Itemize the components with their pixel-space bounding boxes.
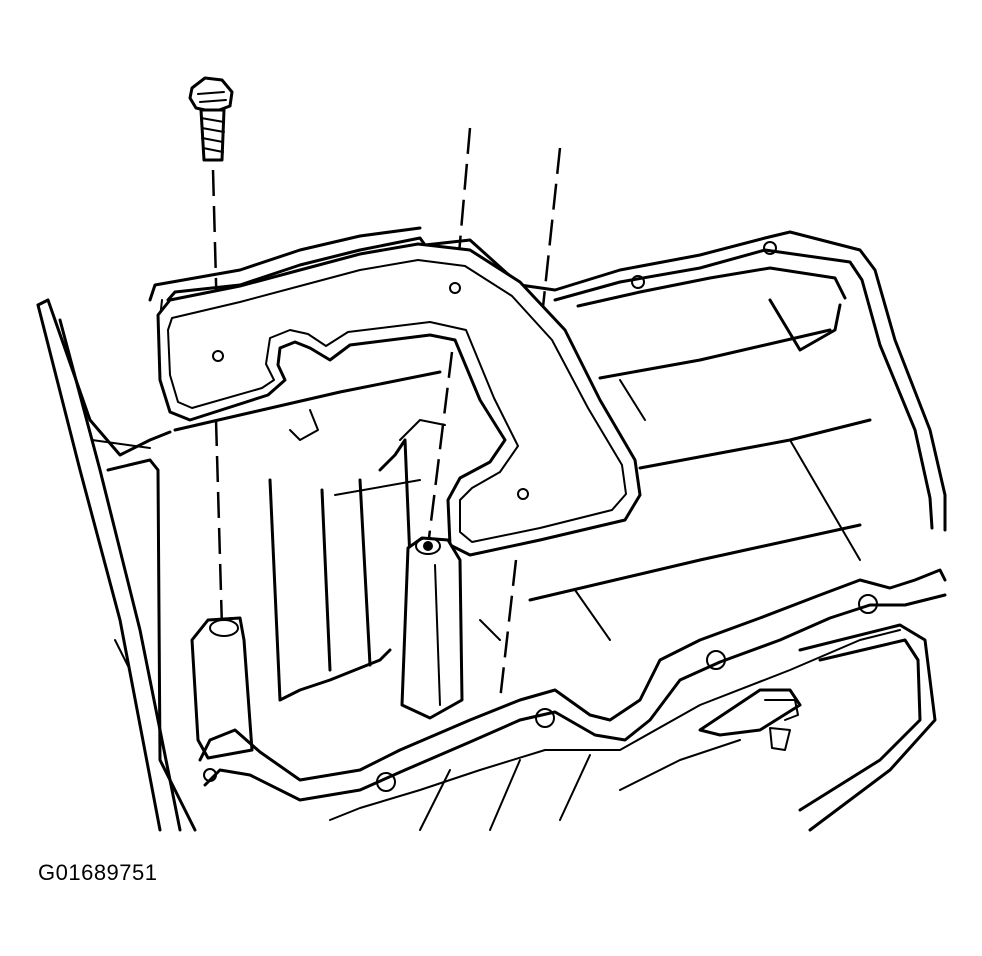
oil-pan-flange bbox=[198, 568, 947, 831]
figure-id-label: G01689751 bbox=[38, 860, 158, 885]
oil-pan-lower-body bbox=[619, 623, 937, 832]
mounting-posts bbox=[190, 536, 464, 760]
oil-pan-rim bbox=[148, 226, 947, 532]
oil-pan-interior bbox=[173, 298, 872, 702]
baffle-plate bbox=[156, 242, 642, 557]
bolt-icon bbox=[188, 76, 234, 162]
oil-pan-left-side bbox=[36, 298, 197, 832]
